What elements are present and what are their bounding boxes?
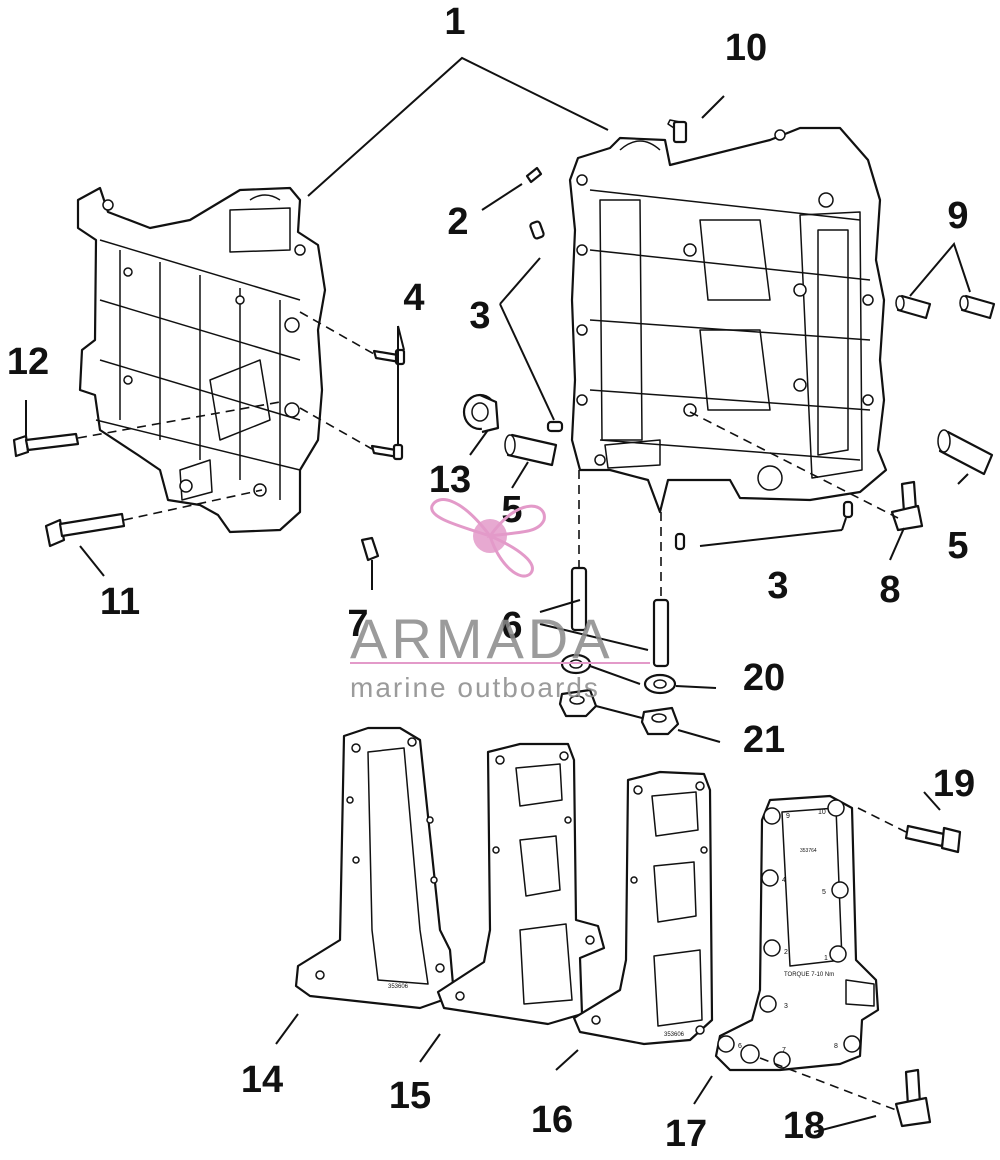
cover-bolt-number: 10 [818,809,826,816]
gasket-part-14 [294,726,456,1010]
gasket-16-stamp: 353606 [664,1032,685,1038]
cover-plate-part-17 [714,794,880,1072]
dowel-pin-lower-b [674,532,686,551]
callout-2: 2 [447,201,469,243]
callout-17: 17 [664,1113,708,1155]
elbow-fitting-part-18 [894,1068,932,1128]
bolt-part-12 [12,432,80,458]
callout-11: 11 [99,581,141,623]
callout-3-lower: 3 [767,565,789,607]
pin-part-9-left [895,294,932,320]
gasket-14-stamp: 353606 [388,984,409,990]
fitting-part-10 [667,119,688,144]
callout-12: 12 [6,341,50,383]
sleeve-part-5-right [937,429,994,476]
cover-torque-text: TORQUE 7-10 Nm [784,972,834,978]
dowel-pin-upper [529,220,545,240]
callout-15: 15 [388,1075,432,1117]
callout-3-upper: 3 [469,295,491,337]
plug-part-2 [525,166,543,184]
elbow-fitting-part-8 [890,480,924,532]
callout-20: 20 [742,657,786,699]
cover-bolt-number: 6 [738,1043,742,1050]
callout-16: 16 [530,1099,574,1141]
assembly-dashed-lines [77,311,907,1111]
callout-8: 8 [879,569,901,611]
callout-19: 19 [932,763,976,805]
callout-13: 13 [428,459,472,501]
bolt-part-19 [904,824,962,854]
pin-part-9-right [959,294,996,320]
dowel-pin-middle [546,420,564,433]
cover-bolt-number: 8 [834,1043,838,1050]
nut-part-21-right [640,706,680,736]
callout-4: 4 [403,277,425,319]
callout-5-left: 5 [501,489,523,531]
gasket-part-16 [572,770,714,1046]
cover-bolt-number: 3 [784,1003,788,1010]
callout-10: 10 [724,27,768,69]
callout-18: 18 [782,1105,826,1147]
cover-bolt-number: 2 [784,949,788,956]
cover-bolt-number: 1 [824,955,828,962]
callout-1: 1 [444,1,466,43]
cover-bolt-number: 7 [782,1047,786,1054]
crankcase-left-half [76,186,327,534]
stud-part-4-lower [370,443,404,461]
fitting-part-7 [360,536,380,562]
cover-bolt-number: 9 [786,813,790,820]
callout-9: 9 [947,195,969,237]
stud-part-4-upper [372,348,406,366]
nut-part-21-left [558,688,598,718]
crankcase-right-half [568,126,888,514]
washer-part-20-right [643,673,677,695]
cover-bolt-number: 4 [782,877,786,884]
cover-bolt-number: 5 [822,889,826,896]
leader-lines [25,56,971,1133]
gasket-part-15 [436,742,606,1026]
pin-part-6-right [652,598,670,668]
dowel-pin-lower-a [842,500,854,519]
callout-5-right: 5 [947,525,969,567]
pin-part-6-left [570,566,588,632]
bolt-part-11 [44,512,126,548]
bushing-part-13 [462,393,500,434]
cover-stamp: 353764 [800,848,817,854]
callout-6: 6 [501,605,523,647]
callout-7: 7 [347,603,369,645]
callout-14: 14 [240,1059,284,1101]
callout-21: 21 [742,719,786,761]
washer-part-20-left [560,653,592,675]
sleeve-part-5-left [504,433,558,467]
